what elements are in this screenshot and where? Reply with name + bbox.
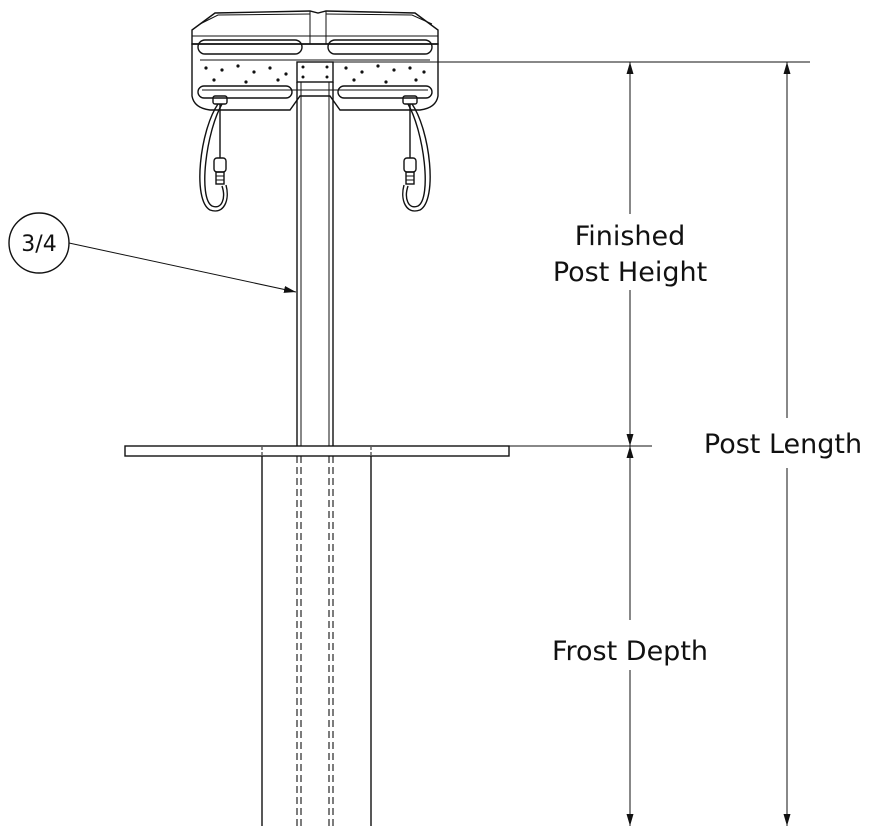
left-cable-lanyard xyxy=(199,95,228,212)
frost-depth-dimension: Frost Depth xyxy=(552,446,708,826)
post-above-grade xyxy=(296,82,334,446)
frost-depth-label: Frost Depth xyxy=(552,636,708,667)
callout-number: 3/4 xyxy=(21,232,56,257)
grade-plate xyxy=(124,445,510,457)
callout-balloon: 3/4 xyxy=(8,212,297,293)
post-length-dimension: Post Length xyxy=(704,62,862,826)
rivet-dots xyxy=(204,64,426,84)
finished-post-height-label-line1: Finished xyxy=(575,221,686,252)
finished-post-height-dimension: Finished Post Height xyxy=(553,62,707,446)
post-length-label: Post Length xyxy=(704,429,862,460)
finished-post-height-label-line2: Post Height xyxy=(553,257,707,288)
embedded-post-hidden-lines xyxy=(296,456,334,826)
footing xyxy=(261,447,372,826)
fixture-head xyxy=(191,10,439,111)
right-cable-lanyard xyxy=(402,95,431,212)
